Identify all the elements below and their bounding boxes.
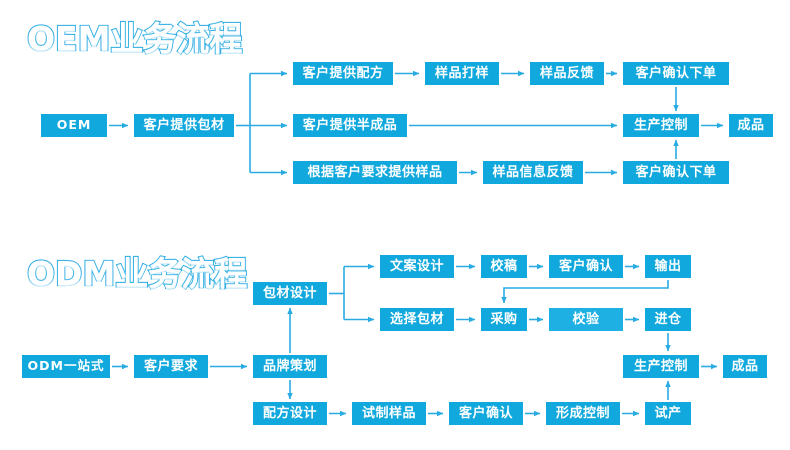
node-odm-verification[interactable]: 校验	[549, 308, 623, 331]
node-odm-trial-sample[interactable]: 试制样品	[352, 402, 426, 425]
node-odm-proofreading[interactable]: 校稿	[481, 255, 527, 278]
node-odm-customer-confirm-top[interactable]: 客户确认	[549, 255, 623, 278]
node-odm-formula-design[interactable]: 配方设计	[253, 402, 327, 425]
node-odm-output[interactable]: 输出	[645, 255, 691, 278]
node-odm-brand-planning[interactable]: 品牌策划	[253, 355, 327, 378]
node-odm-start[interactable]: ODM一站式	[22, 355, 110, 378]
node-oem-pack[interactable]: 客户提供包材	[134, 114, 234, 137]
node-odm-customer-demand[interactable]: 客户要求	[134, 355, 208, 378]
node-oem-formula[interactable]: 客户提供配方	[293, 62, 393, 85]
node-odm-copywriting[interactable]: 文案设计	[380, 255, 454, 278]
node-odm-trial-production[interactable]: 试产	[645, 402, 691, 425]
node-odm-warehouse-in[interactable]: 进仓	[645, 308, 691, 331]
node-odm-production-control[interactable]: 生产控制	[623, 355, 699, 378]
node-odm-customer-confirm-bottom[interactable]: 客户确认	[449, 402, 523, 425]
node-oem-semifinished[interactable]: 客户提供半成品	[293, 114, 407, 137]
node-oem-start[interactable]: OEM	[41, 114, 107, 137]
node-odm-form-control[interactable]: 形成控制	[546, 402, 620, 425]
node-oem-finished-product[interactable]: 成品	[729, 114, 773, 137]
node-odm-finished-product[interactable]: 成品	[723, 355, 767, 378]
node-oem-customer-confirm-order-bottom[interactable]: 客户确认下单	[623, 161, 729, 184]
oem-section-title: OEM业务流程	[26, 18, 244, 59]
node-oem-sample-by-request[interactable]: 根据客户要求提供样品	[293, 161, 457, 184]
node-oem-sample-info-feedback[interactable]: 样品信息反馈	[483, 161, 583, 184]
node-oem-production-control[interactable]: 生产控制	[623, 114, 699, 137]
odm-section-title: ODM业务流程	[26, 253, 248, 294]
node-oem-sample-feedback[interactable]: 样品反馈	[530, 62, 604, 85]
node-oem-sample-make[interactable]: 样品打样	[425, 62, 499, 85]
node-odm-select-packaging[interactable]: 选择包材	[380, 308, 454, 331]
node-odm-purchase[interactable]: 采购	[481, 308, 527, 331]
node-odm-package-design[interactable]: 包材设计	[253, 282, 327, 305]
node-oem-customer-confirm-order-top[interactable]: 客户确认下单	[623, 62, 729, 85]
